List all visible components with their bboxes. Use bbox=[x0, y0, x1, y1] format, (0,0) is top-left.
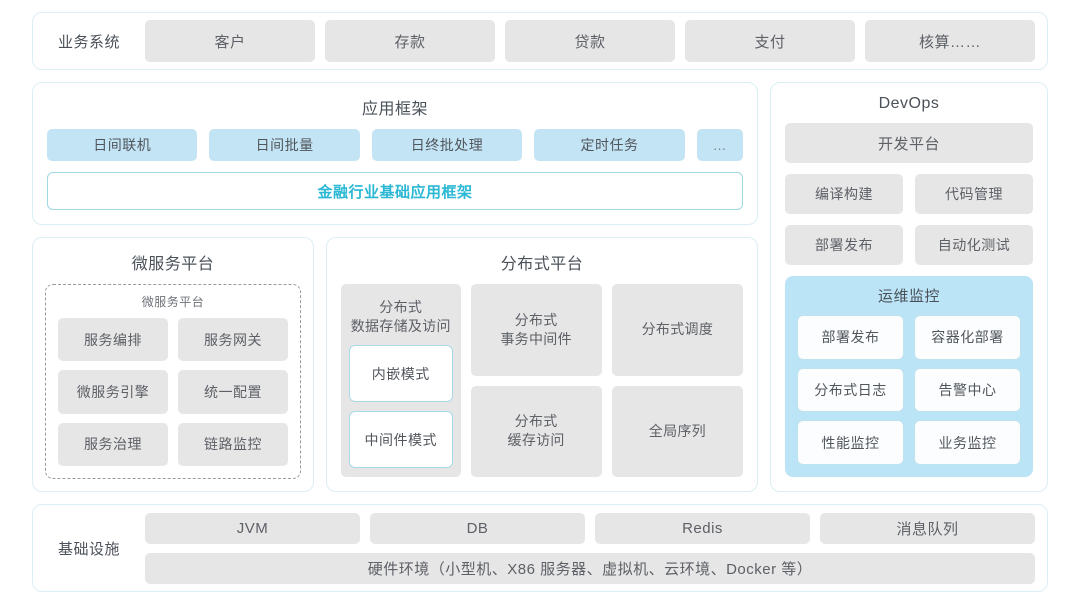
infra-item-jvm[interactable]: JVM bbox=[145, 512, 360, 544]
storage-mode-embedded[interactable]: 内嵌模式 bbox=[349, 345, 453, 402]
microservice-platform-panel: 微服务平台 微服务平台 服务编排 服务网关 微服务引擎 统一配置 服务治理 链路… bbox=[32, 237, 314, 492]
ops-monitoring-title: 运维监控 bbox=[877, 288, 940, 305]
business-item-customer[interactable]: 客户 bbox=[145, 20, 315, 62]
ops-item-alert-center[interactable]: 告警中心 bbox=[914, 367, 1021, 413]
micro-item-service-orchestration[interactable]: 服务编排 bbox=[58, 318, 168, 362]
distributed-scheduling[interactable]: 分布式调度 bbox=[611, 284, 743, 376]
business-item-deposit[interactable]: 存款 bbox=[325, 20, 495, 62]
business-item-accounting[interactable]: 核算…… bbox=[865, 20, 1035, 62]
microservice-inner-title: 微服务平台 bbox=[141, 295, 205, 309]
infrastructure-panel: 基础设施 JVM DB Redis 消息队列 硬件环境（小型机、X86 服务器、… bbox=[32, 504, 1048, 592]
application-framework-title: 应用框架 bbox=[361, 101, 428, 118]
business-item-loan[interactable]: 贷款 bbox=[505, 20, 675, 62]
application-framework-chips: 日间联机 日间批量 日终批处理 定时任务 ... bbox=[47, 129, 743, 161]
distributed-platform-title: 分布式平台 bbox=[500, 256, 584, 273]
ops-item-deploy-release[interactable]: 部署发布 bbox=[797, 315, 904, 360]
infra-item-db[interactable]: DB bbox=[370, 512, 585, 544]
infrastructure-items: JVM DB Redis 消息队列 bbox=[145, 512, 1035, 544]
distributed-cache-access[interactable]: 分布式 缓存访问 bbox=[470, 385, 602, 477]
global-sequence-line1: 全局序列 bbox=[648, 422, 706, 439]
ops-item-performance-monitoring[interactable]: 性能监控 bbox=[797, 420, 904, 465]
micro-item-unified-config[interactable]: 统一配置 bbox=[178, 370, 288, 414]
distributed-data-storage-title-line2: 数据存储及访问 bbox=[350, 318, 451, 334]
ops-item-distributed-log[interactable]: 分布式日志 bbox=[797, 367, 904, 413]
devops-item-automated-testing[interactable]: 自动化测试 bbox=[915, 225, 1033, 265]
infra-item-message-queue[interactable]: 消息队列 bbox=[820, 512, 1035, 544]
financial-base-framework-banner: 金融行业基础应用框架 bbox=[47, 172, 743, 210]
platform-row: 微服务平台 微服务平台 服务编排 服务网关 微服务引擎 统一配置 服务治理 链路… bbox=[32, 237, 758, 492]
appfw-chip-scheduled-task[interactable]: 定时任务 bbox=[534, 129, 685, 161]
distributed-data-storage-title-line1: 分布式 bbox=[379, 299, 423, 315]
micro-item-service-gateway[interactable]: 服务网关 bbox=[178, 318, 288, 362]
micro-item-trace-monitoring[interactable]: 链路监控 bbox=[178, 422, 288, 466]
devops-item-compile-build[interactable]: 编译构建 bbox=[785, 174, 903, 214]
micro-item-service-governance[interactable]: 服务治理 bbox=[58, 422, 168, 466]
storage-mode-middleware[interactable]: 中间件模式 bbox=[349, 411, 453, 468]
ops-monitoring-panel: 运维监控 部署发布 容器化部署 分布式日志 告警中心 性能监控 业务监控 bbox=[785, 276, 1033, 477]
micro-item-microservice-engine[interactable]: 微服务引擎 bbox=[58, 370, 168, 414]
application-framework-panel: 应用框架 日间联机 日间批量 日终批处理 定时任务 ... 金融行业基础应用框架 bbox=[32, 82, 758, 225]
appfw-chip-more[interactable]: ... bbox=[696, 129, 743, 161]
distributed-data-storage-title: 分布式 数据存储及访问 bbox=[349, 292, 453, 345]
distributed-platform-grid: 分布式 数据存储及访问 内嵌模式 中间件模式 分布式 事务中间件 bbox=[341, 284, 743, 477]
appfw-chip-eod-batch[interactable]: 日终批处理 bbox=[371, 129, 523, 161]
left-column: 应用框架 日间联机 日间批量 日终批处理 定时任务 ... 金融行业基础应用框架… bbox=[32, 82, 758, 492]
infrastructure-label: 基础设施 bbox=[57, 540, 120, 558]
business-systems-panel: 业务系统 客户 存款 贷款 支付 核算…… bbox=[32, 12, 1048, 70]
infrastructure-body: JVM DB Redis 消息队列 硬件环境（小型机、X86 服务器、虚拟机、云… bbox=[145, 512, 1035, 584]
microservice-dashed-group: 微服务平台 服务编排 服务网关 微服务引擎 统一配置 服务治理 链路监控 bbox=[45, 284, 301, 479]
microservice-platform-title: 微服务平台 bbox=[131, 256, 215, 273]
devops-items-grid: 编译构建 代码管理 部署发布 自动化测试 bbox=[785, 174, 1033, 265]
appfw-chip-daytime-online[interactable]: 日间联机 bbox=[47, 129, 198, 161]
devops-dev-platform[interactable]: 开发平台 bbox=[785, 123, 1033, 163]
right-column: DevOps 开发平台 编译构建 代码管理 部署发布 自动化测试 运维监控 部署… bbox=[770, 82, 1048, 492]
infra-hardware-environment[interactable]: 硬件环境（小型机、X86 服务器、虚拟机、云环境、Docker 等） bbox=[145, 552, 1035, 584]
devops-item-deploy-release[interactable]: 部署发布 bbox=[785, 225, 903, 265]
devops-title: DevOps bbox=[878, 95, 940, 112]
microservice-items-grid: 服务编排 服务网关 微服务引擎 统一配置 服务治理 链路监控 bbox=[58, 318, 288, 466]
business-item-payment[interactable]: 支付 bbox=[685, 20, 855, 62]
distributed-transaction-line1: 分布式 bbox=[514, 311, 558, 328]
ops-monitoring-grid: 部署发布 容器化部署 分布式日志 告警中心 性能监控 业务监控 bbox=[797, 315, 1021, 465]
global-sequence[interactable]: 全局序列 bbox=[611, 385, 743, 477]
appfw-chip-daytime-batch[interactable]: 日间批量 bbox=[209, 129, 360, 161]
distributed-transaction-line2: 事务中间件 bbox=[500, 330, 572, 347]
distributed-platform-panel: 分布式平台 分布式 数据存储及访问 内嵌模式 中间件模式 bbox=[326, 237, 758, 492]
infra-item-redis[interactable]: Redis bbox=[595, 512, 810, 544]
distributed-data-storage-group[interactable]: 分布式 数据存储及访问 内嵌模式 中间件模式 bbox=[341, 284, 461, 477]
business-systems-items: 客户 存款 贷款 支付 核算…… bbox=[145, 20, 1035, 62]
devops-item-code-management[interactable]: 代码管理 bbox=[915, 174, 1033, 214]
distributed-scheduling-line1: 分布式调度 bbox=[641, 321, 714, 338]
devops-panel: DevOps 开发平台 编译构建 代码管理 部署发布 自动化测试 运维监控 部署… bbox=[770, 82, 1048, 492]
distributed-cache-line1: 分布式 bbox=[514, 413, 558, 430]
distributed-transaction-middleware[interactable]: 分布式 事务中间件 bbox=[470, 284, 602, 376]
middle-zone: 应用框架 日间联机 日间批量 日终批处理 定时任务 ... 金融行业基础应用框架… bbox=[32, 82, 1048, 492]
distributed-cache-line2: 缓存访问 bbox=[507, 432, 565, 449]
ops-item-container-deploy[interactable]: 容器化部署 bbox=[914, 315, 1021, 360]
ops-item-business-monitoring[interactable]: 业务监控 bbox=[914, 420, 1021, 465]
business-systems-label: 业务系统 bbox=[57, 33, 120, 51]
